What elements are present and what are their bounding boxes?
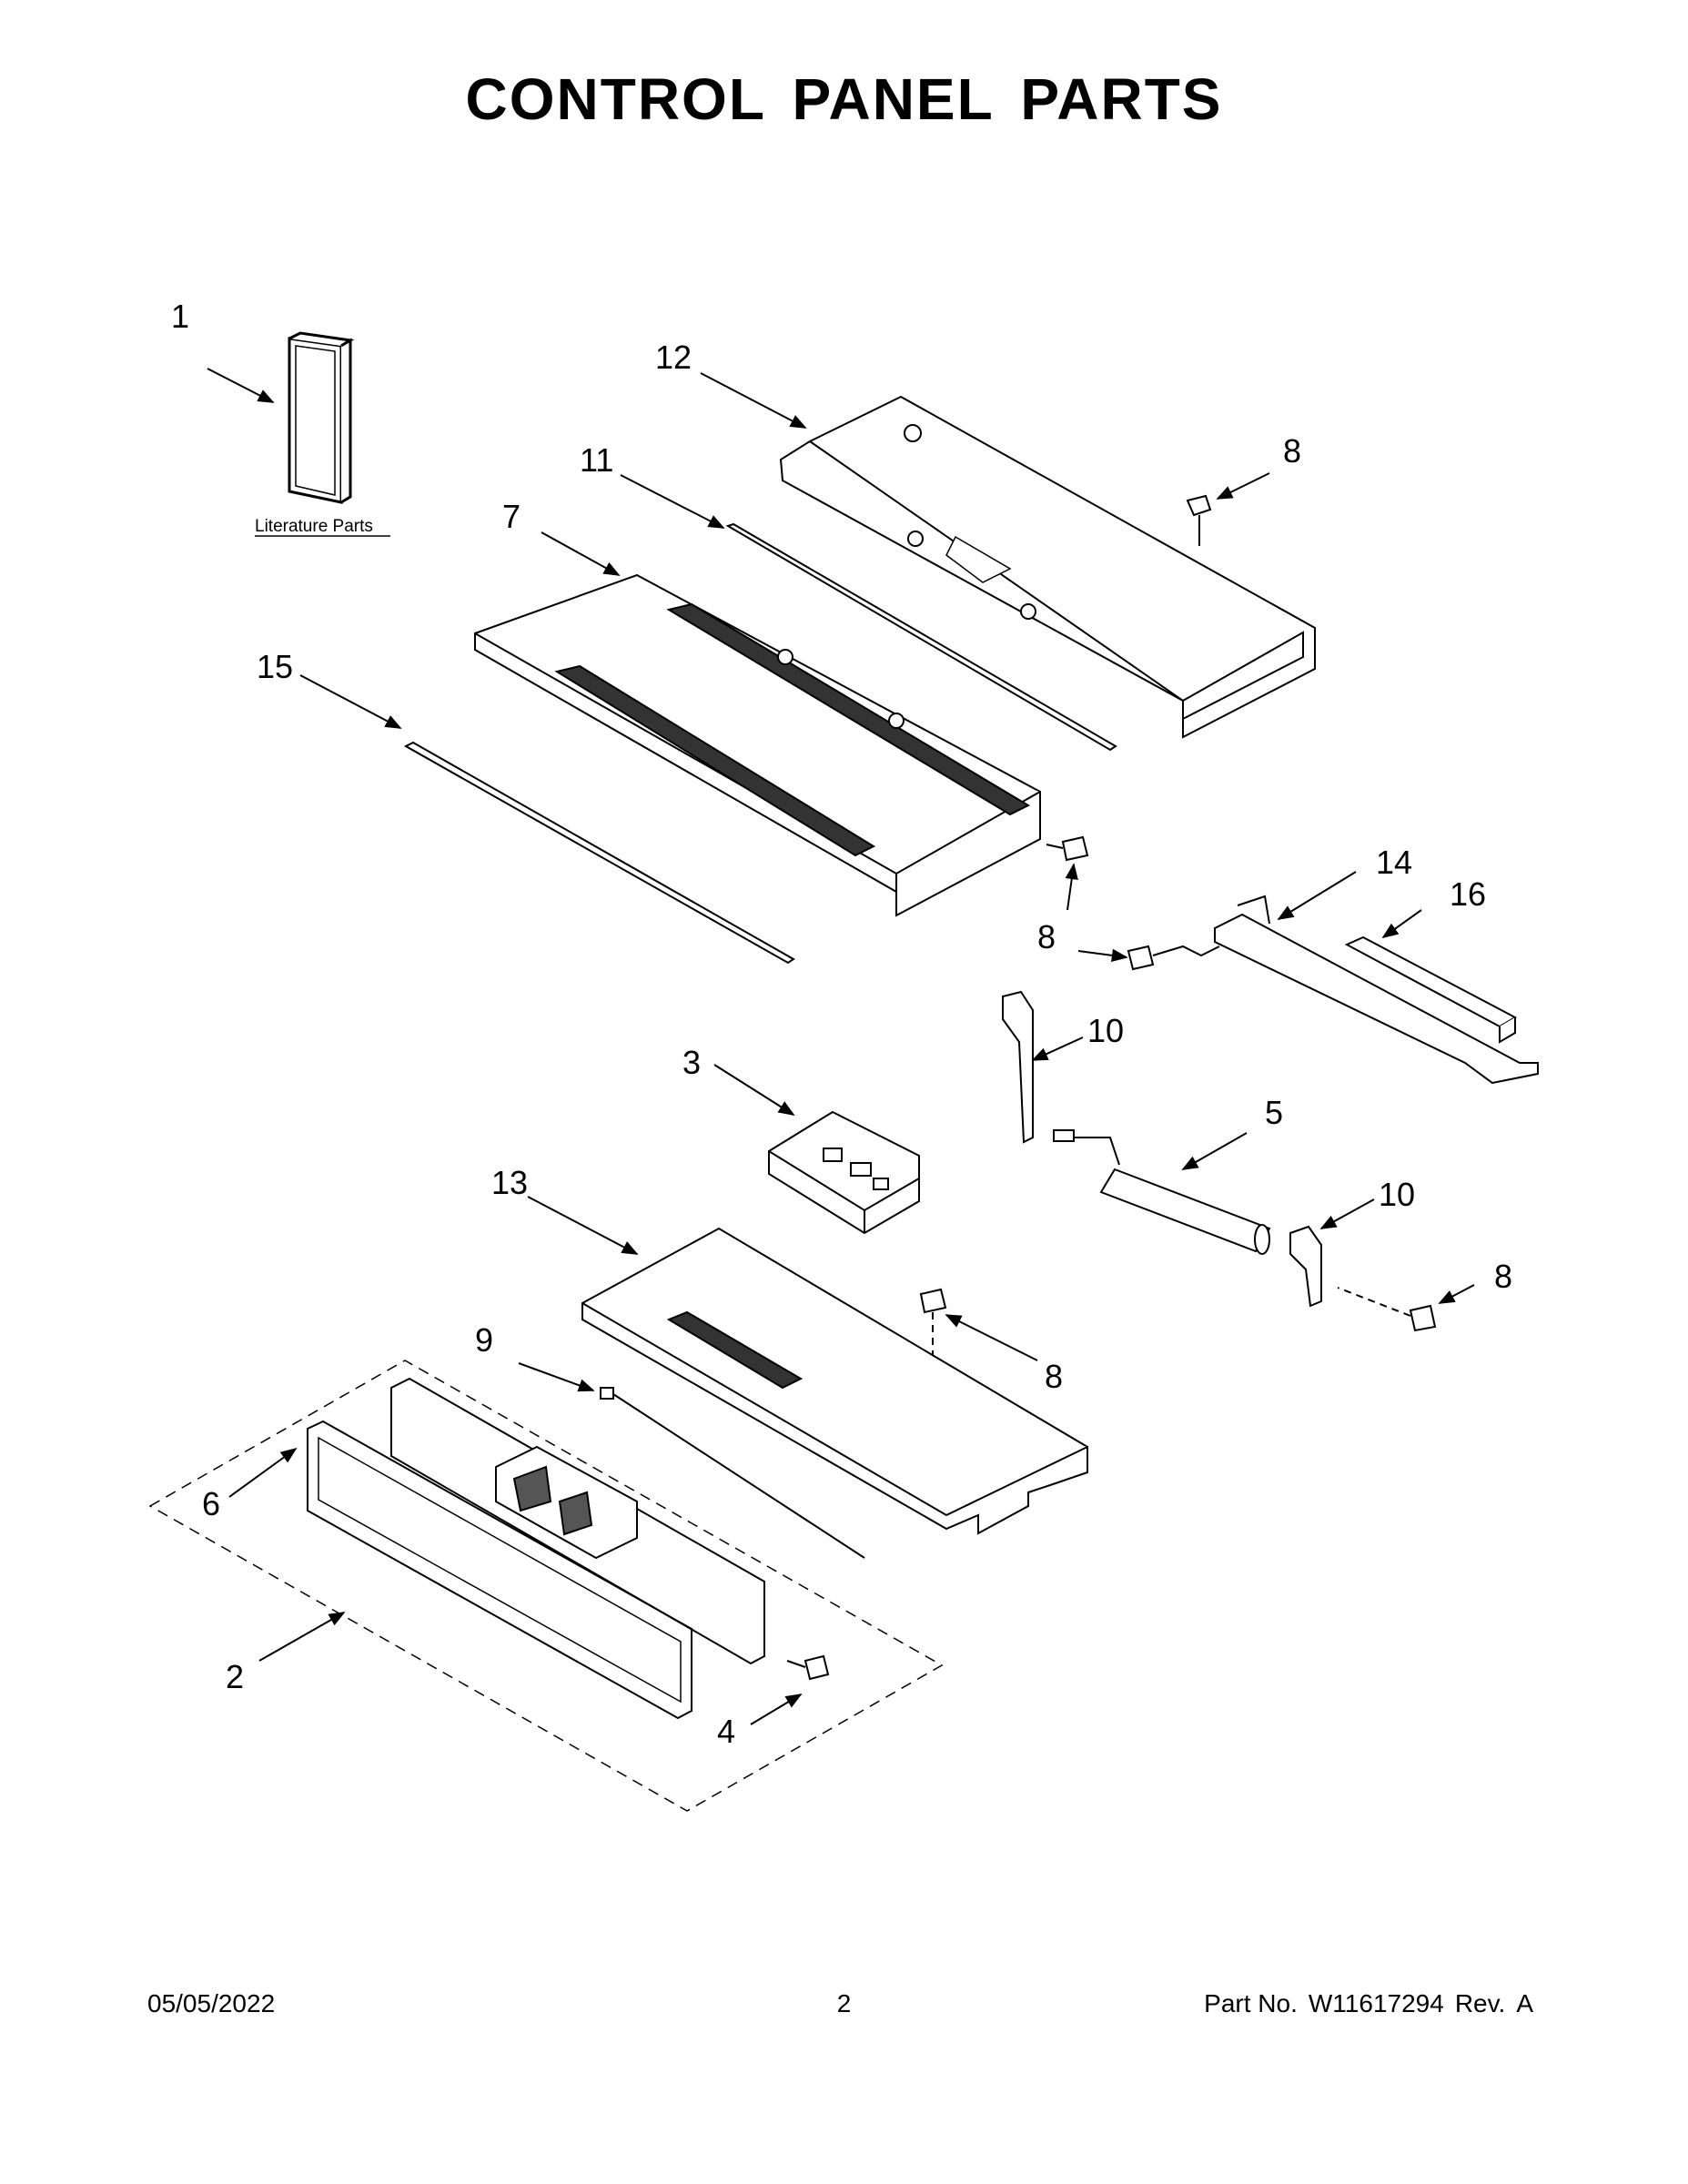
callout-1: 1 [171, 298, 189, 335]
screw-part-8-c [1127, 945, 1220, 971]
callout-8: 8 [1037, 918, 1056, 956]
top-cover-panel-part-12 [779, 395, 1316, 739]
literature-parts-label: Literature Parts [255, 517, 373, 536]
callout-9: 9 [475, 1321, 493, 1359]
trim-frame-part-6 [307, 1420, 692, 1720]
callout-leaders [207, 368, 1475, 1725]
footer-date: 05/05/2022 [147, 1989, 276, 2017]
callout-3: 3 [682, 1044, 701, 1081]
callout-6: 6 [202, 1485, 220, 1522]
callout-8: 8 [1045, 1358, 1063, 1395]
cooling-fan-part-5 [1053, 1129, 1271, 1255]
screw-part-8-a [1186, 494, 1212, 546]
callout-16: 16 [1450, 875, 1486, 913]
seal-strip-part-15 [403, 741, 795, 965]
callout-11: 11 [580, 441, 613, 479]
chassis-plate-part-13 [581, 1227, 1088, 1535]
clip-part-9 [600, 1387, 865, 1559]
callout-10: 10 [1087, 1012, 1124, 1049]
rev-label: Rev. [1454, 1989, 1506, 2017]
footer-part-number: Part No. W11617294 Rev. A [1204, 1989, 1533, 2018]
control-panel-body [390, 1377, 765, 1665]
screw-part-8-d [1337, 1287, 1437, 1332]
footer-page-number: 2 [836, 1989, 852, 2017]
revision: A [1516, 1989, 1533, 2017]
control-housing-part-7 [474, 573, 1041, 917]
fan-bracket-part-10-b [1289, 1225, 1322, 1308]
bracket-part-14 [1214, 895, 1539, 1085]
callout-12: 12 [655, 339, 692, 376]
literature-part-booklet [288, 331, 355, 504]
callout-7: 7 [502, 498, 521, 535]
assembly-group-outline [148, 1360, 944, 1812]
callout-4: 4 [717, 1713, 735, 1750]
callout-5: 5 [1265, 1094, 1283, 1131]
screw-part-8-b [1046, 835, 1089, 862]
screw-part-4 [786, 1654, 830, 1681]
callout-8: 8 [1494, 1258, 1512, 1295]
part-number: W11617294 [1308, 1989, 1444, 2017]
callout-14: 14 [1376, 844, 1412, 881]
callout-10: 10 [1379, 1176, 1415, 1213]
control-board-part-3 [768, 1110, 920, 1235]
callout-15: 15 [257, 648, 293, 685]
seal-strip-part-11 [725, 522, 1117, 752]
fan-bracket-part-10-a [1002, 990, 1034, 1144]
part-label: Part No. [1204, 1989, 1298, 2017]
callout-8: 8 [1283, 432, 1301, 470]
callout-13: 13 [491, 1164, 528, 1201]
page-title: CONTROL PANEL PARTS [465, 66, 1223, 132]
foam-strip-part-16 [1344, 935, 1518, 1044]
callout-2: 2 [226, 1658, 244, 1695]
